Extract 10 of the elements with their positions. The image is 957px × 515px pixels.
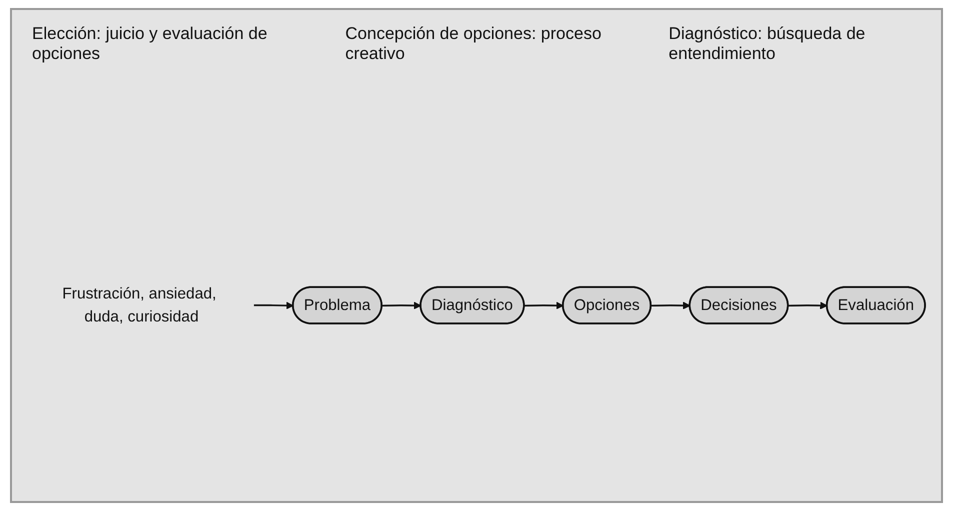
annotation-text: Diagnóstico: búsqueda de entendimiento (668, 24, 866, 64)
arrow (788, 301, 828, 310)
annotation-text: Elección: juicio y evaluación de opciones (32, 24, 268, 64)
arrow (524, 301, 564, 310)
arrow (254, 301, 294, 310)
arrow (382, 301, 422, 310)
node-text: Frustración, ansiedad, duda, curiosidad (62, 284, 216, 325)
annotation-text: Concepción de opciones: proceso creativo (345, 24, 602, 64)
arrow (651, 301, 690, 310)
panel-background: Elección: juicio y evaluación de opciones Concepción de opciones: proceso creativo Diagnóstico: búsqueda de entendimiento Frustración, ansiedad, duda, curiosidad Problema Diagnóstico Opciones Decisiones Evaluación (10, 8, 943, 503)
